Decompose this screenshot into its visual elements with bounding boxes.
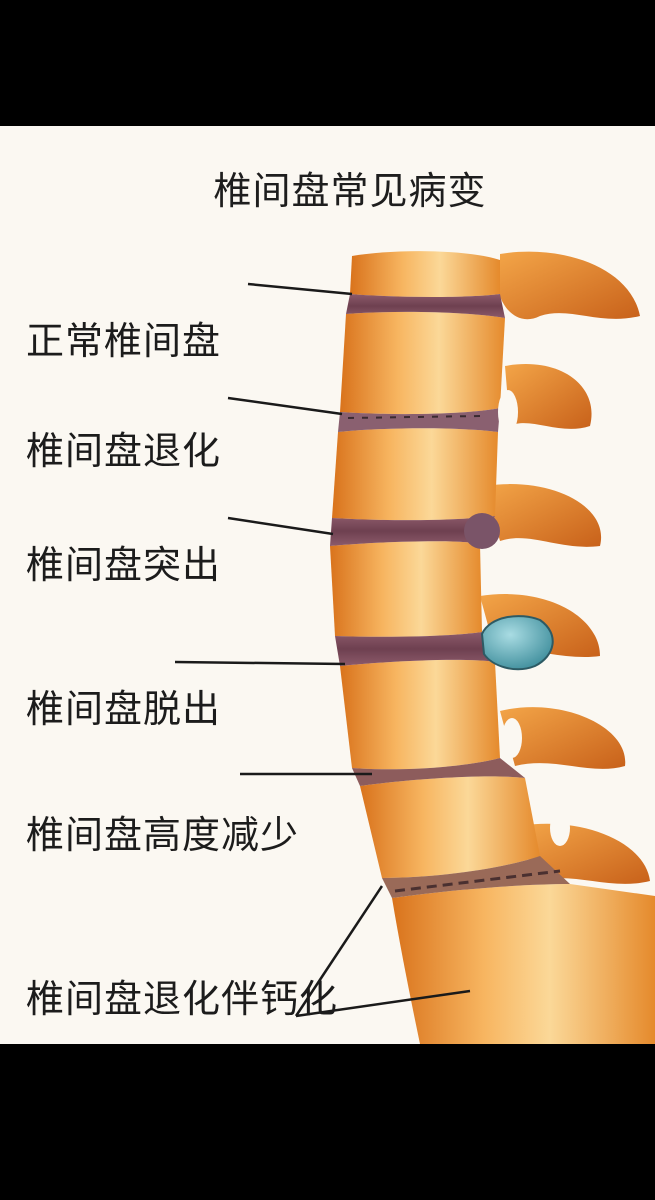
diagram-title: 椎间盘常见病变 xyxy=(213,169,487,213)
label-disc-degeneration: 椎间盘退化 xyxy=(26,429,222,473)
spine-diagram: 椎间盘常见病变 正常椎间盘 椎间盘退化 椎间盘突出 椎间盘脱出 椎间盘高度减少 … xyxy=(0,126,655,1044)
spine-illustration xyxy=(174,251,655,1044)
disc-protrusion xyxy=(464,513,500,549)
label-disc-protrusion: 椎间盘突出 xyxy=(26,543,222,587)
label-disc-degeneration-calcification: 椎间盘退化伴钙化 xyxy=(26,977,339,1021)
intervertebral-discs xyxy=(330,294,570,898)
label-disc-extrusion: 椎间盘脱出 xyxy=(26,687,222,731)
vertebral-bodies xyxy=(330,251,655,1044)
label-normal-disc: 正常椎间盘 xyxy=(26,319,222,363)
disc-extrusion xyxy=(480,615,554,671)
foramina xyxy=(498,390,570,846)
pointer-lines xyxy=(174,282,471,1018)
label-disc-height-loss: 椎间盘高度减少 xyxy=(26,813,300,857)
